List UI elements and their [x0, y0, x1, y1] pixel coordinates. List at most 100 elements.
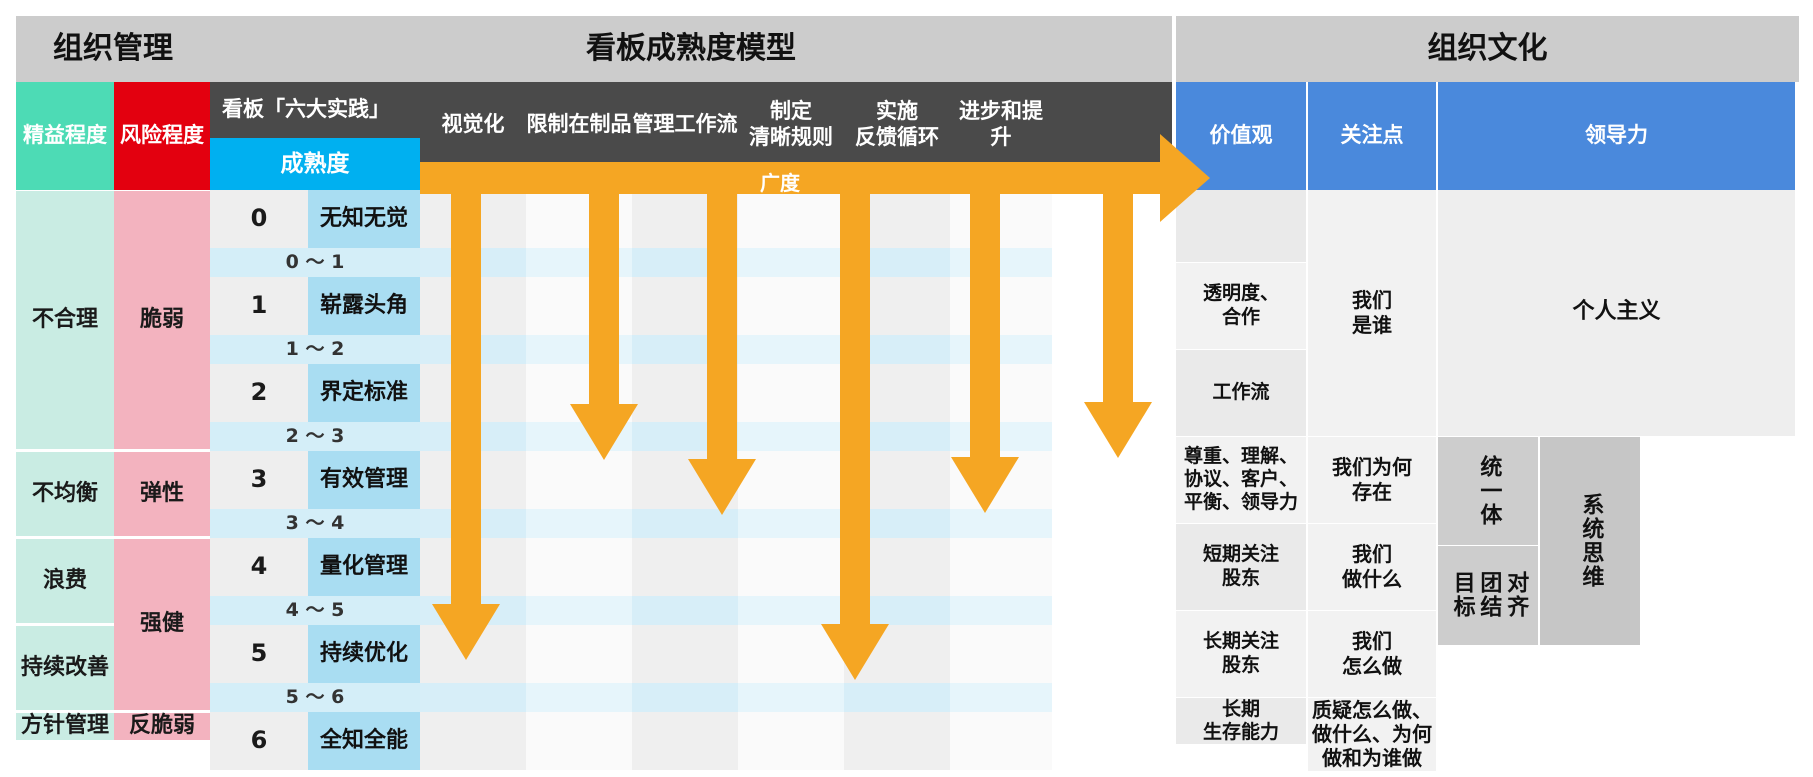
maturity-transition-0-label: 0 ～ 1	[285, 250, 345, 273]
maturity-name-2: 界定标准	[308, 364, 420, 422]
practice-cell-1-L6	[526, 712, 632, 770]
practice-header-1: 限制在制品	[526, 82, 632, 168]
maturity-name-1-label: 崭露头角	[319, 292, 408, 318]
practice-header-4-label: 实施 反馈循环	[855, 99, 939, 149]
culture-focus-4: 质疑怎么做、 做什么、为何 做和为谁做	[1308, 697, 1436, 771]
group-header-org-culture-label: 组织文化	[1427, 30, 1548, 66]
practice-header-2-label: 管理工作流	[632, 112, 738, 137]
practice-header-4: 实施 反馈循环	[844, 82, 950, 168]
practice-cell-2-T5	[632, 683, 738, 712]
lean-degree-cell-3-label: 持续改善	[20, 654, 109, 680]
risk-degree-cell-1-label: 弹性	[139, 480, 184, 506]
maturity-transition-5-label: 5 ～ 6	[285, 685, 345, 708]
maturity-transition-2-label: 2 ～ 3	[285, 424, 345, 447]
lean-degree-cell-3: 持续改善	[16, 626, 114, 710]
practice-cell-1-T3	[526, 509, 632, 538]
maturity-number-3-label: 3	[250, 465, 268, 494]
lean-degree-cell-1: 不均衡	[16, 452, 114, 536]
breadth-arrow-trunk	[420, 162, 1160, 194]
subheader-six-practices: 看板「六大实践」	[210, 82, 420, 138]
practice-cell-3-T1	[738, 335, 844, 364]
practice-cell-3-T4	[738, 596, 844, 625]
group-header-org-management-label: 组织管理	[53, 30, 173, 66]
depth-arrow-limit-wip-head	[570, 404, 638, 460]
maturity-transition-2: 2 ～ 3	[210, 422, 420, 451]
subheader-risk-degree: 风险程度	[114, 82, 210, 190]
practice-cell-3-L1	[738, 277, 844, 335]
maturity-name-3: 有效管理	[308, 451, 420, 509]
subheader-values-label: 价值观	[1209, 123, 1273, 148]
maturity-name-4-label: 量化管理	[319, 553, 408, 579]
culture-focus-3-label: 我们 怎么做	[1342, 629, 1402, 678]
culture-value-6-label: 长期 生存能力	[1202, 697, 1279, 743]
depth-arrow-improve-evolve-shaft	[1103, 162, 1133, 402]
depth-arrow-feedback-loops-head	[951, 457, 1019, 513]
subheader-leadership: 领导力	[1438, 82, 1795, 190]
practice-cell-5-T5	[950, 683, 1052, 712]
depth-arrow-feedback-loops-shaft	[970, 162, 1000, 457]
group-header-org-culture: 组织文化	[1176, 16, 1799, 82]
maturity-transition-3: 3 ～ 4	[210, 509, 420, 538]
depth-arrow-visualize-head	[432, 604, 500, 660]
practice-cell-5-T4	[950, 596, 1052, 625]
culture-value-5: 长期关注 股东	[1176, 610, 1306, 697]
practice-cell-3-L2	[738, 364, 844, 422]
lean-degree-cell-2: 浪费	[16, 539, 114, 623]
culture-focus-3: 我们 怎么做	[1308, 610, 1436, 697]
subheader-leadership-label: 领导力	[1585, 123, 1648, 148]
practice-cell-4-T5	[844, 683, 950, 712]
leadership-unified-label: 统一体	[1476, 454, 1502, 527]
culture-focus-0: 我们 是谁	[1308, 190, 1436, 436]
subheader-maturity-label: 成熟度	[280, 150, 350, 177]
breadth-arrow-head-right	[1160, 134, 1210, 222]
maturity-number-3: 3	[210, 451, 308, 509]
practice-cell-5-T0	[950, 248, 1052, 277]
maturity-number-0-label: 0	[250, 204, 268, 233]
practice-cell-2-T4	[632, 596, 738, 625]
risk-degree-cell-3: 反脆弱	[114, 713, 210, 740]
leadership-individualism-label: 个人主义	[1572, 299, 1661, 325]
breadth-arrow-label: 广度	[760, 171, 800, 195]
lean-degree-cell-0-label: 不合理	[31, 306, 98, 332]
practice-header-5-label: 进步和提升	[959, 99, 1043, 149]
maturity-transition-4: 4 ～ 5	[210, 596, 420, 625]
risk-degree-cell-2: 强健	[114, 539, 210, 710]
maturity-number-4: 4	[210, 538, 308, 596]
subheader-lean-degree-label: 精益程度	[23, 123, 107, 148]
leadership-individualism: 个人主义	[1438, 190, 1795, 436]
culture-value-1: 透明度、 合作	[1176, 262, 1306, 349]
risk-degree-cell-0-label: 脆弱	[139, 306, 184, 332]
practice-cell-5-L0	[950, 190, 1052, 248]
maturity-number-2-label: 2	[250, 378, 268, 407]
depth-arrow-manage-flow-head	[688, 459, 756, 515]
practice-cell-2-L6	[632, 712, 738, 770]
lean-degree-cell-1-label: 不均衡	[31, 480, 98, 506]
maturity-transition-5: 5 ～ 6	[210, 683, 420, 712]
practice-cell-3-T0	[738, 248, 844, 277]
practice-cell-2-L5	[632, 625, 738, 683]
practice-cell-2-L4	[632, 538, 738, 596]
culture-focus-4-label: 质疑怎么做、 做什么、为何 做和为谁做	[1312, 697, 1432, 771]
maturity-name-4: 量化管理	[308, 538, 420, 596]
culture-value-2: 工作流	[1176, 349, 1306, 436]
depth-arrow-improve-evolve-head	[1084, 402, 1152, 458]
maturity-transition-4-label: 4 ～ 5	[285, 598, 345, 621]
depth-arrow-visualize-shaft	[451, 162, 481, 604]
depth-arrow-manage-flow-shaft	[707, 162, 737, 459]
risk-degree-cell-2-label: 强健	[139, 611, 184, 637]
practice-cell-5-L2	[950, 364, 1052, 422]
culture-value-3-label: 尊重、理解、 协议、客户、 平衡、领导力	[1183, 444, 1298, 514]
depth-arrow-explicit-rules-shaft	[840, 162, 870, 624]
depth-arrow-explicit-rules-head	[821, 624, 889, 680]
maturity-name-1: 崭露头角	[308, 277, 420, 335]
leadership-alignment: 对齐 团结 目标	[1438, 545, 1538, 645]
practice-cell-5-L5	[950, 625, 1052, 683]
practice-cell-0-T5	[420, 683, 526, 712]
depth-arrow-limit-wip-shaft	[589, 162, 619, 404]
maturity-name-0-label: 无知无觉	[319, 205, 408, 231]
maturity-name-6-label: 全知全能	[319, 727, 408, 753]
leadership-alignment-label: 对齐 团结 目标	[1449, 571, 1529, 620]
maturity-name-3-label: 有效管理	[319, 466, 408, 492]
practice-cell-3-T5	[738, 683, 844, 712]
maturity-transition-3-label: 3 ～ 4	[285, 511, 345, 534]
